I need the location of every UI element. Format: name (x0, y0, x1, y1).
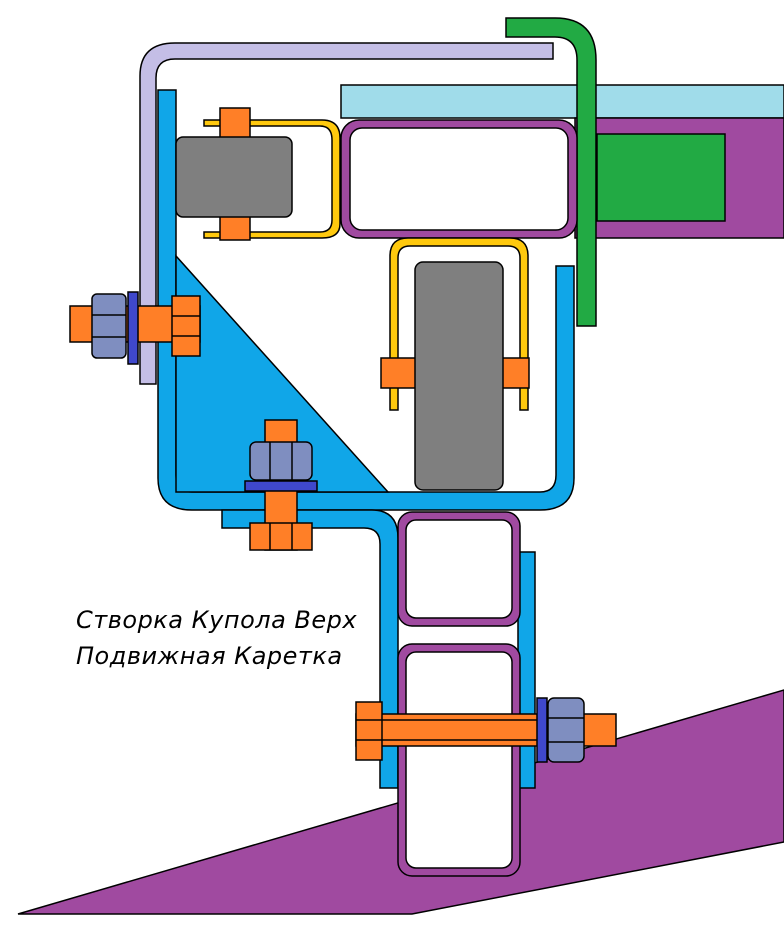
hex-nut-icon (91, 293, 127, 359)
hex-nut-icon (547, 697, 585, 763)
washer (536, 697, 548, 763)
lower-roller (414, 261, 504, 491)
lower-roller-bracket (389, 237, 529, 411)
rail-plate (596, 133, 726, 222)
caption-line-2: Подвижная Каретка (76, 642, 343, 670)
bolt-head (171, 295, 201, 357)
upper-roller-bracket (203, 119, 341, 239)
washer (127, 291, 139, 365)
bolt-head (249, 522, 313, 551)
upper-roller (175, 136, 293, 218)
lavender-channel (139, 42, 554, 385)
side-bolt-left (69, 291, 201, 365)
lower-bolt (355, 697, 617, 763)
upper-tube-inner (349, 127, 569, 231)
green-hook-profile (505, 17, 597, 327)
bolt-head (355, 701, 383, 761)
washer (244, 480, 318, 492)
caption-line-1: Створка Купола Верх (76, 606, 358, 634)
vertical-bolt (244, 419, 318, 551)
lower-tube-inner (405, 651, 513, 869)
middle-tube-inner (405, 519, 513, 619)
hex-nut-icon (249, 441, 313, 481)
top-beam (340, 84, 784, 119)
